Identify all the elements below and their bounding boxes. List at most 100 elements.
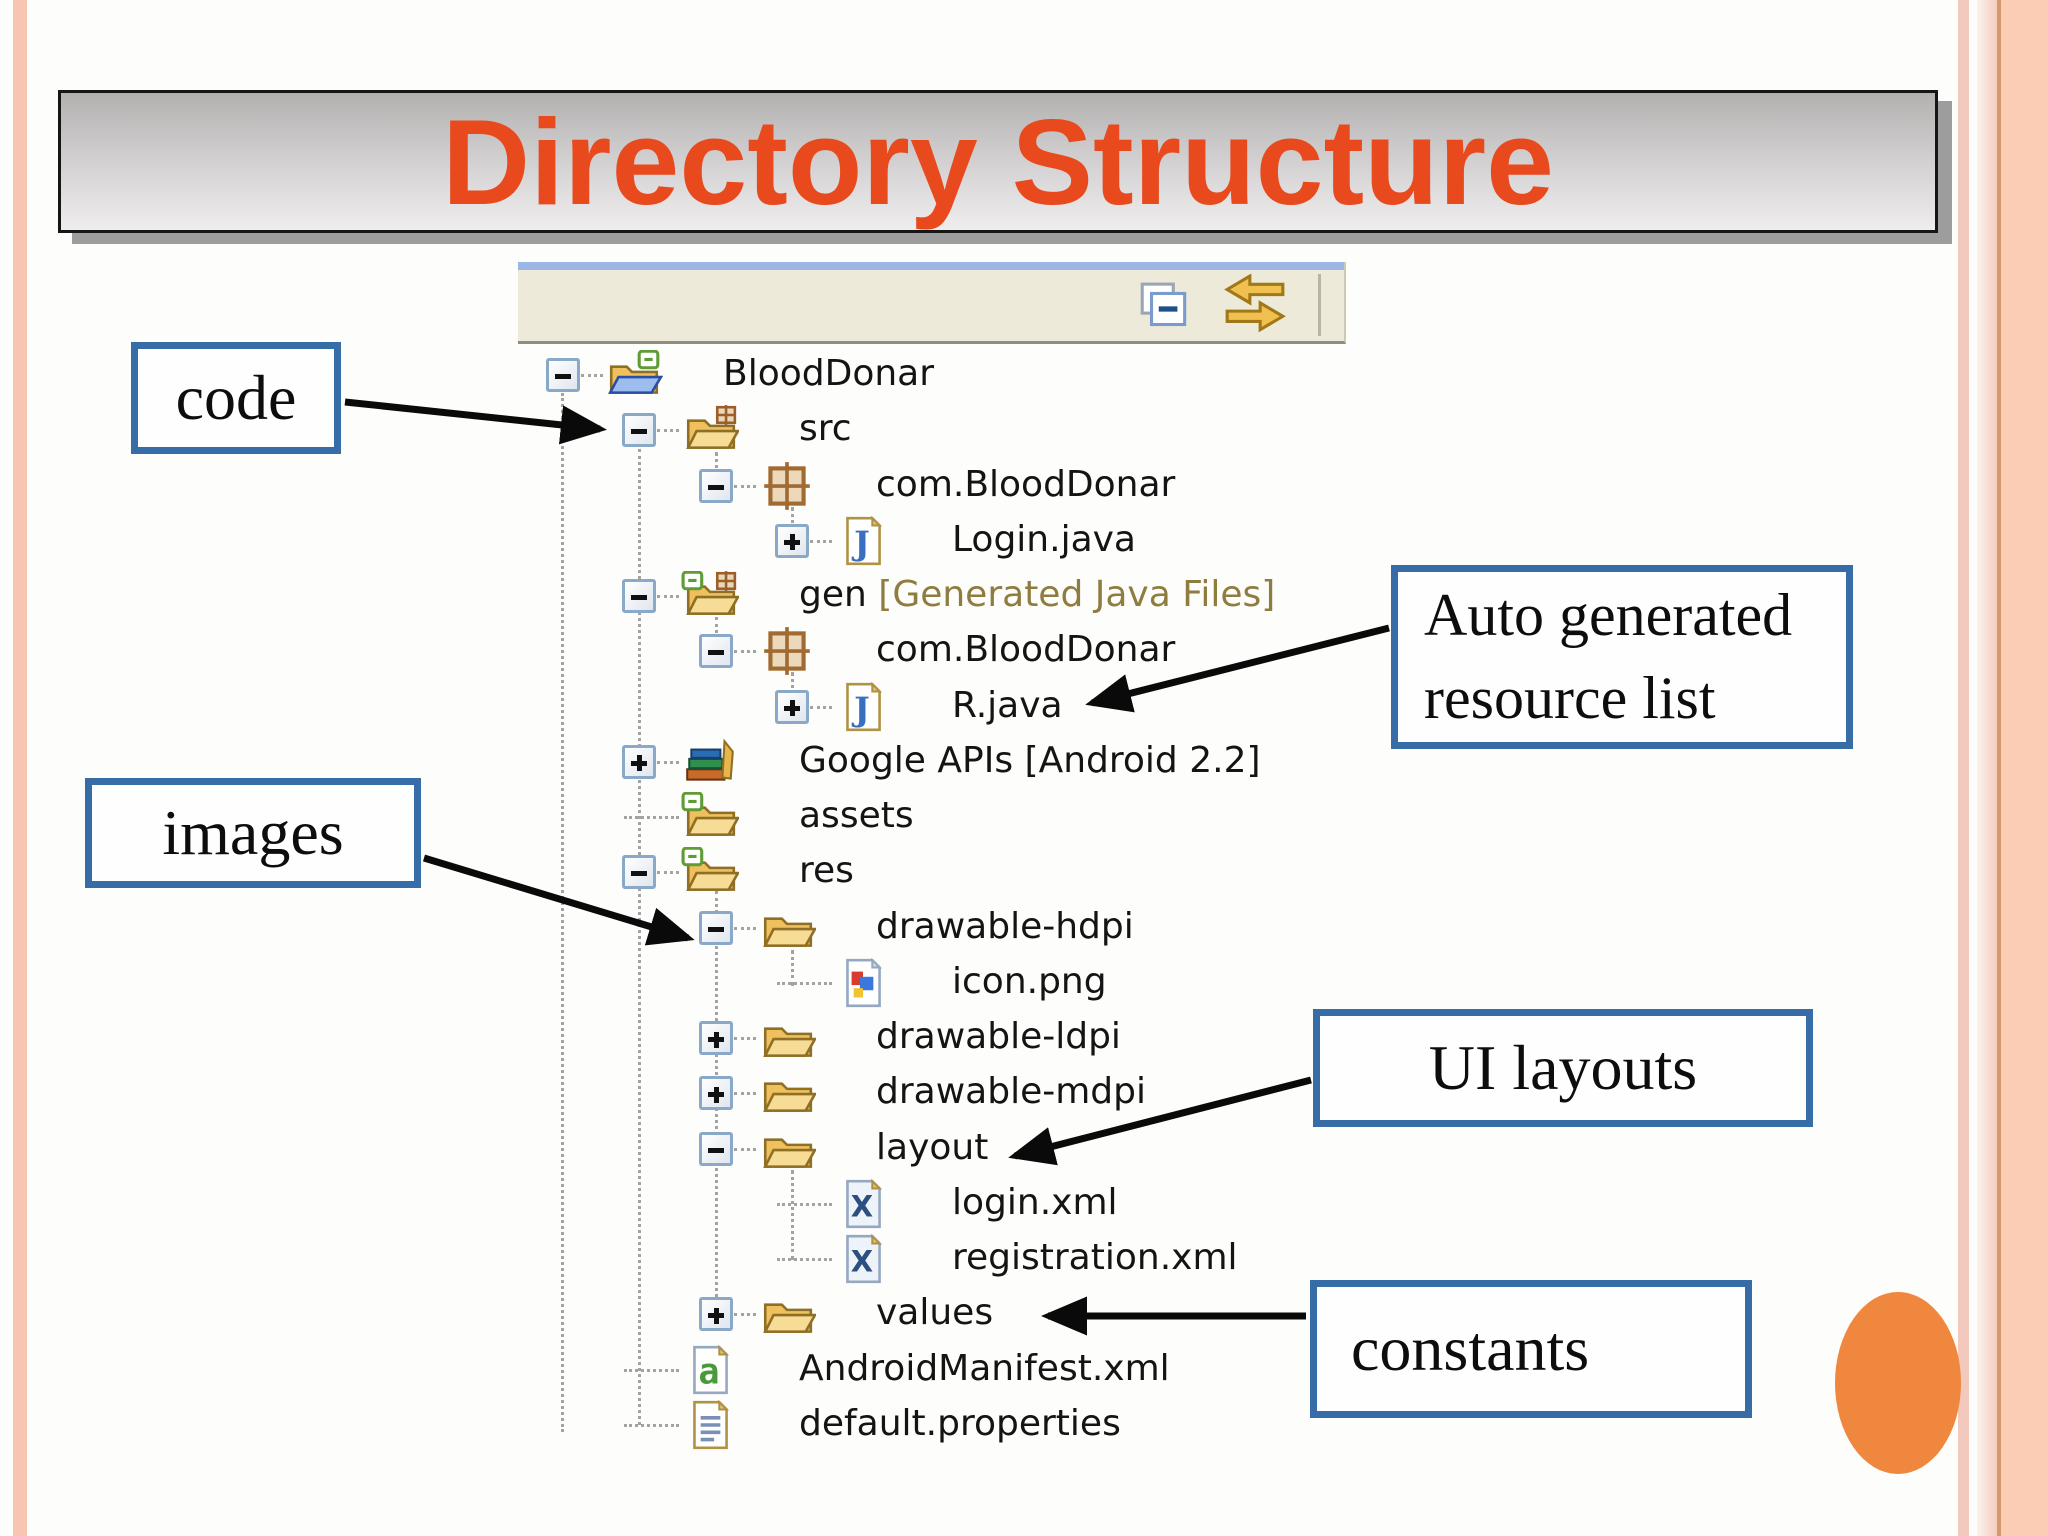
explorer-toolbar xyxy=(518,262,1346,344)
collapse-toggle[interactable] xyxy=(699,910,733,945)
tree-row-label: values xyxy=(876,1292,994,1334)
tree-connector xyxy=(734,1037,756,1041)
tree-connector xyxy=(734,1147,756,1151)
expand-toggle[interactable] xyxy=(775,689,809,724)
xml-file-icon: X xyxy=(834,1234,892,1284)
toolbar-separator xyxy=(1318,274,1321,336)
tree-row-label: registration.xml xyxy=(952,1237,1238,1279)
tree-row-label: com.BloodDonar xyxy=(876,463,1176,505)
collapse-toggle[interactable] xyxy=(699,468,733,503)
callout-ui-layouts: UI layouts xyxy=(1313,1009,1813,1127)
tree-row-label: default.properties xyxy=(799,1402,1121,1444)
tree-row-label: drawable-ldpi xyxy=(876,1016,1121,1058)
callout-constants: constants xyxy=(1310,1280,1752,1418)
folder-icon xyxy=(758,1013,816,1063)
tree-connector xyxy=(581,374,603,377)
tree-row[interactable] xyxy=(772,958,800,1008)
badged-folder-icon xyxy=(681,847,739,897)
source-folder-icon xyxy=(681,405,739,455)
right-border-band xyxy=(2001,0,2048,1536)
expand-toggle[interactable] xyxy=(622,744,656,779)
collapse-toggle[interactable] xyxy=(699,634,733,669)
tree-row-label: R.java xyxy=(952,684,1063,726)
badged-folder-icon xyxy=(681,792,739,842)
tree-row[interactable] xyxy=(772,1234,800,1284)
tree-row-label: AndroidManifest.xml xyxy=(799,1347,1170,1389)
tree-row-label: layout xyxy=(876,1126,989,1168)
svg-text:J: J xyxy=(851,523,870,562)
tree-row-label: drawable-hdpi xyxy=(876,905,1134,947)
link-with-editor-icon[interactable] xyxy=(1222,273,1288,336)
tree-connector xyxy=(624,1368,679,1372)
collapse-toggle[interactable] xyxy=(622,579,656,614)
manifest-file-icon: a xyxy=(681,1344,739,1395)
callout-auto-generated: Auto generated resource list xyxy=(1391,565,1853,749)
tree-connector xyxy=(734,650,756,654)
tree-row-label: Google APIs [Android 2.2] xyxy=(799,739,1261,781)
expand-toggle[interactable] xyxy=(775,523,809,558)
java-file-icon: J xyxy=(834,515,892,566)
decorative-circle xyxy=(1835,1292,1961,1474)
package-icon xyxy=(758,461,816,511)
folder-icon xyxy=(758,1124,816,1174)
callout-ui-label: UI layouts xyxy=(1428,1032,1698,1103)
tree-guide-line xyxy=(791,1170,794,1260)
callout-auto-line1: Auto generated xyxy=(1424,582,1793,649)
collapse-toggle[interactable] xyxy=(622,413,656,448)
xml-file-icon: X xyxy=(834,1178,892,1229)
title-banner: Directory Structure xyxy=(58,90,1938,233)
callout-code-label: code xyxy=(175,362,297,433)
collapse-toggle[interactable] xyxy=(622,855,656,890)
tree-connector xyxy=(810,539,832,543)
callout-code: code xyxy=(131,342,341,454)
tree-connector xyxy=(657,429,679,433)
tree-connector xyxy=(777,981,832,985)
right-border-line xyxy=(1997,0,2001,1536)
image-file-icon xyxy=(834,957,892,1008)
tree-connector xyxy=(657,760,679,764)
tree-row-label: Login.java xyxy=(952,518,1136,560)
library-icon xyxy=(681,737,739,787)
svg-text:a: a xyxy=(698,1351,719,1392)
expand-toggle[interactable] xyxy=(699,1021,733,1056)
svg-text:J: J xyxy=(851,689,870,728)
left-border xyxy=(13,0,27,1536)
callout-images: images xyxy=(85,778,421,888)
tree-connector xyxy=(624,816,679,820)
package-icon xyxy=(758,626,816,676)
collapse-toggle[interactable] xyxy=(699,1131,733,1166)
expand-toggle[interactable] xyxy=(699,1076,733,1111)
tree-connector xyxy=(777,1258,832,1262)
tree-row-suffix: [Generated Java Files] xyxy=(866,574,1276,616)
tree-connector xyxy=(810,705,832,709)
expand-toggle[interactable] xyxy=(699,1297,733,1332)
tree-row-label: BloodDonar xyxy=(723,353,935,394)
tree-connector xyxy=(734,1092,756,1096)
tree-row-label: login.xml xyxy=(952,1181,1118,1223)
page-title: Directory Structure xyxy=(442,93,1554,230)
callout-constants-label: constants xyxy=(1351,1313,1590,1384)
tree-row[interactable] xyxy=(772,1179,800,1229)
folder-icon xyxy=(758,1068,816,1118)
folder-icon xyxy=(758,903,816,953)
tree-connector xyxy=(777,1202,832,1206)
tree-guide-line xyxy=(791,950,794,986)
tree-connector xyxy=(734,1313,756,1317)
tree-row-label: assets xyxy=(799,795,914,837)
svg-text:X: X xyxy=(851,1245,873,1279)
tree-row-label: res xyxy=(799,850,854,892)
java-file-icon: J xyxy=(834,681,892,732)
tree-connector xyxy=(657,595,679,599)
svg-text:X: X xyxy=(851,1189,873,1223)
collapse-all-icon[interactable] xyxy=(1136,280,1194,330)
tree-row-label: src xyxy=(799,408,852,450)
tree-connector xyxy=(734,484,756,488)
collapse-toggle[interactable] xyxy=(546,358,580,392)
tree-connector xyxy=(624,1423,679,1427)
tree-connector xyxy=(734,926,756,930)
right-border-stripe xyxy=(1958,0,1969,1536)
tree-row-label: icon.png xyxy=(952,960,1107,1002)
tree-row-label: gen [Generated Java Files] xyxy=(799,574,1276,616)
project-folder-icon xyxy=(605,350,663,400)
